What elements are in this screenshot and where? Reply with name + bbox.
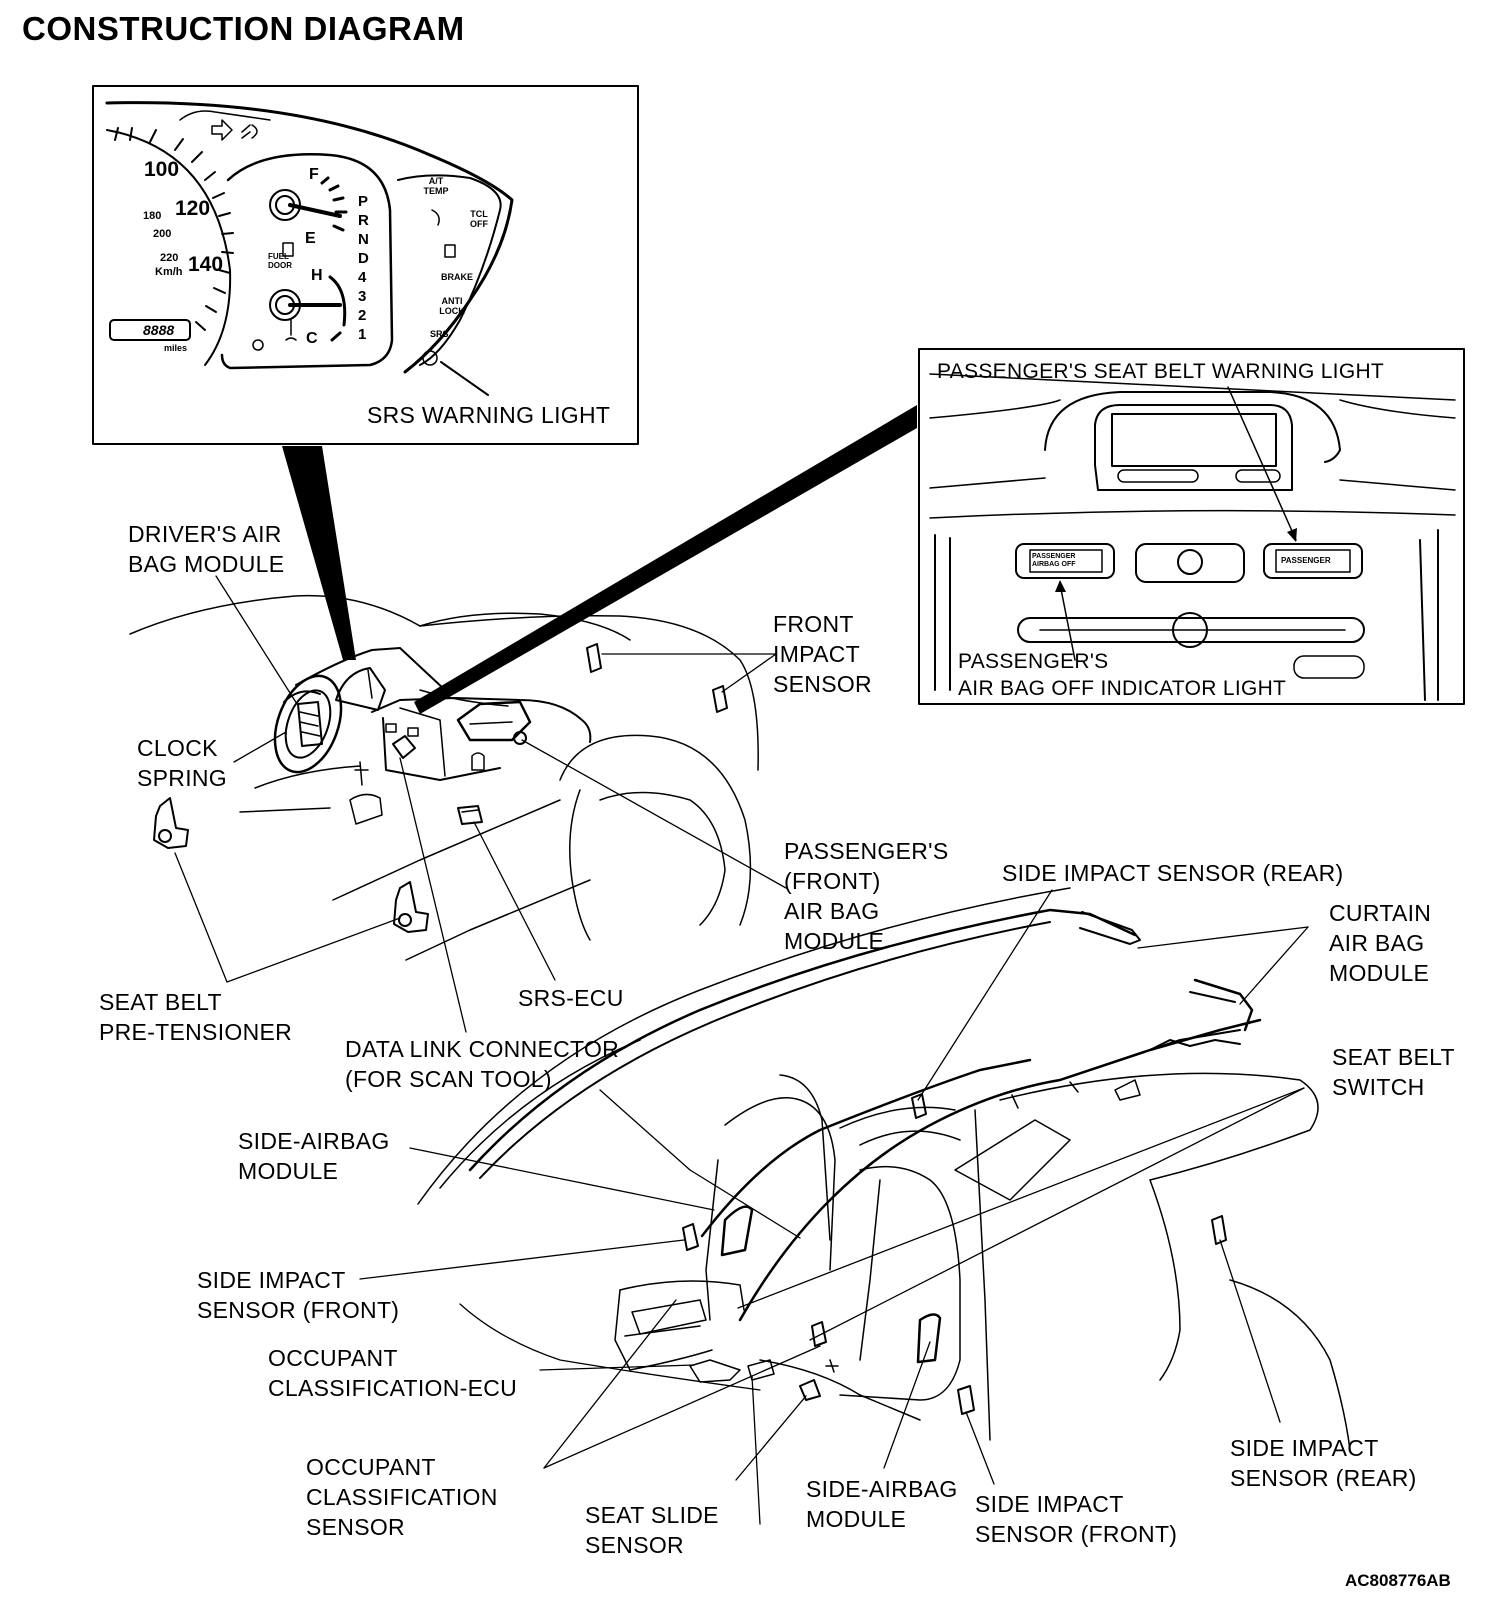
gear-4: 4: [358, 269, 367, 286]
label-side-impact-sensor-rear-bottom: SIDE IMPACT SENSOR (REAR): [1230, 1435, 1417, 1491]
kmh-mark-200: 200: [153, 228, 172, 240]
label-passenger-airbag-off-indicator: PASSENGER'S AIR BAG OFF INDICATOR LIGHT: [958, 650, 1287, 700]
speedometer: [106, 127, 234, 366]
label-seat-slide-sensor: SEAT SLIDE SENSOR: [585, 1502, 719, 1558]
speedometer-ticks: [114, 127, 234, 331]
fuel-door-icon: [444, 244, 456, 258]
label-occupant-classification-sensor: OCCUPANT CLASSIFICATION SENSOR: [306, 1454, 498, 1540]
gear-n: N: [358, 231, 369, 248]
anti-lock-indicator: ANTI LOCK: [439, 296, 465, 316]
speed-mark-120: 120: [175, 197, 211, 220]
srs-warning-lamp-icon: [422, 350, 438, 366]
label-passenger-seat-belt-warning-light: PASSENGER'S SEAT BELT WARNING LIGHT: [937, 360, 1385, 383]
leader-lines: [174, 575, 1309, 1525]
label-side-impact-sensor-front-bottom: SIDE IMPACT SENSOR (FRONT): [975, 1491, 1178, 1547]
cluster-inset: [92, 85, 639, 445]
label-clock-spring: CLOCK SPRING: [137, 735, 227, 791]
label-srs-ecu: SRS-ECU: [518, 985, 624, 1011]
fuel-pump-icon: [282, 242, 294, 257]
brake-indicator: BRAKE: [441, 272, 474, 282]
label-occupant-classification-ecu: OCCUPANT CLASSIFICATION-ECU: [268, 1345, 518, 1401]
label-passengers-front-airbag-module: PASSENGER'S (FRONT) AIR BAG MODULE: [784, 838, 949, 954]
temp-mark-c: C: [306, 330, 318, 347]
passenger-airbag-off-switch-frame: [1015, 543, 1115, 579]
at-temp-indicator: A/T TEMP: [423, 176, 449, 196]
label-data-link-connector: DATA LINK CONNECTOR (FOR SCAN TOOL): [345, 1036, 620, 1092]
seat-belt-pretensioner-1: [153, 797, 189, 849]
air-vent: [1017, 617, 1365, 643]
cluster-callout-wedge: [282, 446, 356, 660]
label-curtain-airbag-module: CURTAIN AIR BAG MODULE: [1329, 900, 1432, 986]
kmh-mark-220: 220: [160, 252, 179, 264]
gear-p: P: [358, 193, 369, 210]
speed-mark-140: 140: [188, 253, 224, 276]
passenger-airbag-module: [456, 700, 532, 745]
side-airbag-module-right: [916, 1313, 942, 1364]
passenger-belt-switch: PASSENGER: [1281, 556, 1331, 565]
label-seat-belt-switch: SEAT BELT SWITCH: [1332, 1044, 1455, 1100]
steering-wheel: [273, 674, 343, 774]
page-title: CONSTRUCTION DIAGRAM: [22, 10, 465, 47]
gear-d: D: [358, 250, 369, 267]
display-screen: [1111, 413, 1277, 467]
coolant-icon: [285, 319, 297, 341]
kmh-unit: Km/h: [155, 266, 183, 278]
passenger-airbag-off-switch: PASSENGER AIRBAG OFF: [1032, 553, 1076, 568]
label-seat-belt-pretensioner: SEAT BELT PRE-TENSIONER: [99, 989, 293, 1045]
data-link-connector: [392, 735, 416, 759]
label-side-impact-sensor-rear-top: SIDE IMPACT SENSOR (REAR): [1002, 860, 1344, 886]
console-inset: [918, 348, 1465, 705]
console-callout-wedge: [414, 405, 917, 714]
front-impact-sensor-2: [712, 685, 728, 713]
temp-mark-h: H: [311, 267, 323, 284]
side-airbag-module-left: [720, 1205, 754, 1257]
front-impact-sensor-1: [586, 643, 602, 673]
fuel-gauge-hub: [269, 189, 301, 221]
side-impact-sensor-rear-lower: [1211, 1215, 1227, 1245]
speed-mark-100: 100: [144, 158, 180, 181]
fuel-door-text: FUEL DOOR: [268, 252, 292, 270]
seat-belt-pretensioner-2: [393, 881, 429, 933]
gear-1: 1: [358, 326, 367, 343]
side-impact-sensor-front-left: [682, 1223, 699, 1251]
label-srs-warning-light: SRS WARNING LIGHT: [367, 402, 611, 428]
fuel-mark-f: F: [309, 166, 319, 183]
curtain-airbag-module: [468, 908, 1262, 1322]
gear-3: 3: [358, 288, 367, 305]
dashboard-view: [129, 594, 759, 961]
gear-r: R: [358, 212, 369, 229]
fuel-needle: [288, 203, 342, 218]
fog-light-icon: [241, 124, 258, 139]
odometer-value: 8888: [143, 322, 175, 338]
label-side-airbag-module-left: SIDE-AIRBAG MODULE: [238, 1128, 390, 1184]
label-drivers-airbag-module: DRIVER'S AIR BAG MODULE: [128, 521, 285, 577]
fuel-mark-e: E: [305, 230, 316, 247]
side-impact-sensor-front-right: [957, 1385, 975, 1415]
srs-indicator: SRS: [430, 329, 449, 339]
occupant-classification-ecu: [689, 1359, 741, 1383]
side-impact-sensor-rear-upper: [911, 1093, 927, 1119]
turn-signal-icon: [211, 119, 233, 141]
label-front-impact-sensor: FRONT IMPACT SENSOR: [773, 611, 872, 697]
srs-ecu: [457, 805, 483, 825]
kmh-mark-180: 180: [143, 210, 162, 222]
indicator-pod: [211, 119, 502, 396]
figure-code: AC808776AB: [1345, 1571, 1451, 1590]
gauge-pod: [220, 153, 394, 370]
odometer-unit: miles: [164, 343, 188, 353]
label-side-impact-sensor-front-left: SIDE IMPACT SENSOR (FRONT): [197, 1267, 400, 1323]
label-side-airbag-module-bottom: SIDE-AIRBAG MODULE: [806, 1476, 958, 1532]
tcl-off-indicator: TCL OFF: [470, 209, 488, 229]
odometer-display: [109, 319, 191, 341]
gear-indicator: P R N D 4 3 2 1: [358, 192, 372, 344]
traction-icon: [431, 209, 440, 226]
passenger-belt-switch-frame: [1263, 543, 1363, 579]
seat-slide-sensor: [799, 1379, 821, 1401]
interior-view: [417, 887, 1351, 1451]
gear-2: 2: [358, 307, 367, 324]
